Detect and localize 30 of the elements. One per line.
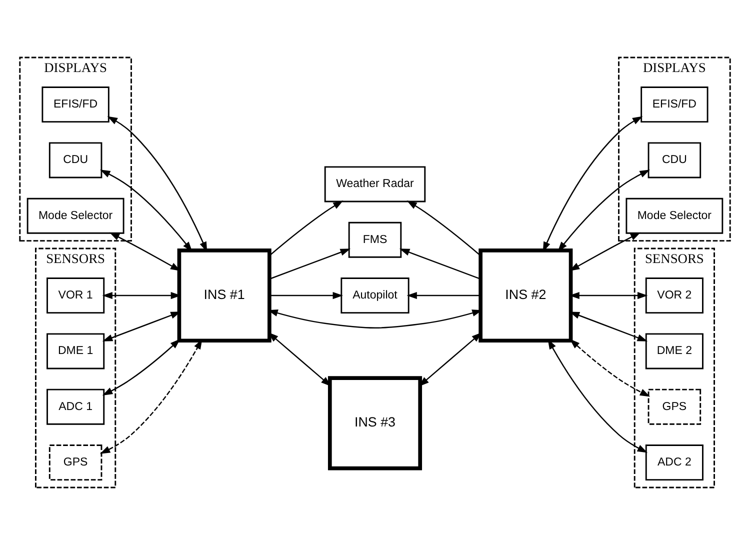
- node-box: GPS: [48, 444, 102, 481]
- node-box: ADC 1: [46, 388, 105, 425]
- node-box: INS #1: [177, 248, 272, 343]
- node-box: CDU: [48, 142, 102, 178]
- node-box: Weather Radar: [324, 166, 426, 202]
- arrow: [269, 248, 351, 280]
- node-box: VOR 2: [645, 278, 704, 314]
- arrow: [100, 339, 202, 454]
- node-box: GPS: [648, 388, 702, 425]
- node-box: CDU: [648, 142, 702, 178]
- node-box: INS #3: [328, 376, 422, 470]
- node-box: INS #2: [478, 248, 573, 343]
- node-box: EFIS/FD: [640, 86, 708, 123]
- node-box: FMS: [348, 222, 402, 258]
- arrow: [406, 200, 481, 256]
- arrow: [269, 200, 344, 256]
- node-box: VOR 1: [46, 278, 105, 314]
- node-box: ADC 2: [645, 444, 704, 481]
- arrow: [548, 339, 648, 453]
- arrow: [102, 338, 180, 396]
- node-box: Mode Selector: [26, 198, 124, 234]
- node-box: DME 1: [46, 333, 105, 370]
- arrow: [270, 292, 343, 300]
- arrow: [406, 292, 480, 300]
- node-box: Mode Selector: [626, 198, 724, 234]
- arrow: [399, 248, 481, 280]
- node-box: EFIS/FD: [42, 86, 110, 123]
- node-box: Autopilot: [340, 278, 410, 314]
- arrow: [570, 338, 650, 397]
- node-box: DME 2: [645, 333, 704, 370]
